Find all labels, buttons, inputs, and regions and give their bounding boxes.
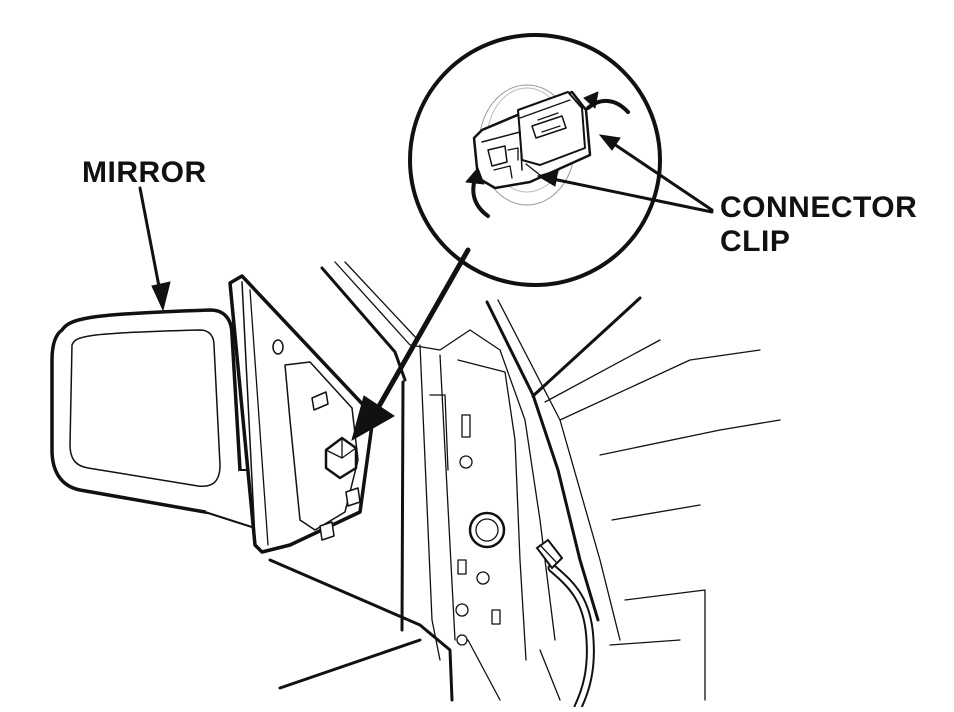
door-wire-harness	[535, 538, 595, 712]
pointer-arrows	[138, 134, 714, 442]
mirror-assembly	[50, 274, 374, 554]
mirror-label: MIRROR	[82, 156, 207, 189]
mirror-leader-arrow	[138, 186, 164, 304]
door-frame	[268, 261, 781, 702]
clip-leader-arrow-upper	[606, 138, 714, 212]
clip-label: CLIP	[720, 225, 791, 258]
detail-pointer-arrow	[375, 247, 471, 411]
connector-label: CONNECTOR	[720, 191, 918, 224]
detail-magnifier	[408, 33, 662, 287]
clip-leader-arrow-lower	[546, 176, 714, 214]
